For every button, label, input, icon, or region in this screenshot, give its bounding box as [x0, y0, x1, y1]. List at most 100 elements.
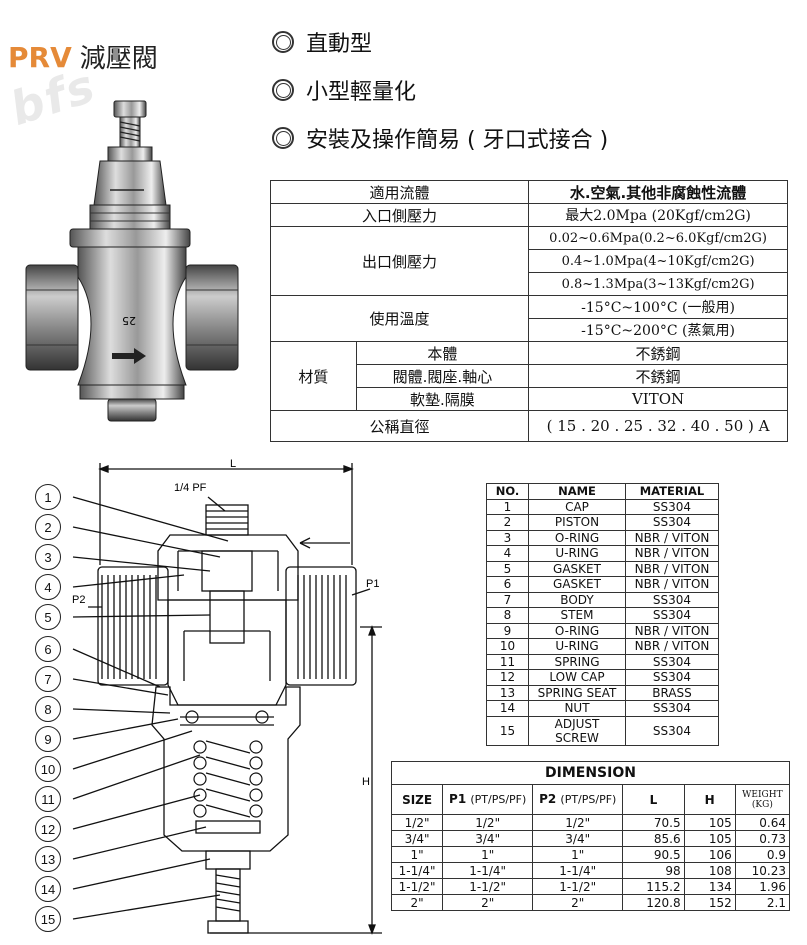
dim-header-unit: (PT/PS/PF) [560, 793, 617, 806]
p2-label: P2 [72, 594, 85, 606]
dim-weight: 0.64 [734, 814, 791, 831]
dim-header-text: P2 [539, 792, 557, 806]
part-material: SS304 [625, 653, 719, 670]
part-no: 3 [486, 529, 529, 546]
part-material: NBR / VITON [625, 576, 719, 593]
part-no: 10 [486, 638, 529, 655]
feature-item: 安裝及操作簡易 ( 牙口式接合 ) [272, 122, 608, 154]
parts-header: MATERIAL [625, 483, 719, 500]
part-name: U-RING [528, 638, 626, 655]
dimension-title: DIMENSION [391, 761, 790, 785]
dim-h: 105 [683, 814, 736, 831]
part-name: O-RING [528, 622, 626, 639]
dim-l: 85.6 [622, 830, 685, 847]
dim-header: H [683, 784, 736, 815]
dim-l: 90.5 [622, 846, 685, 863]
dim-size: 1-1/2" [390, 878, 444, 895]
product-code: PRV [8, 41, 72, 74]
dim-p1: 3/4" [442, 830, 534, 847]
part-name: BODY [528, 591, 626, 608]
dim-p2: 1" [532, 846, 624, 863]
parts-header: NAME [528, 483, 626, 500]
part-material: NBR / VITON [625, 560, 719, 577]
material-value: 不銹鋼 [528, 341, 788, 365]
double-circle-icon [272, 127, 294, 149]
dim-header: P2 (PT/PS/PF) [532, 784, 624, 815]
part-name: LOW CAP [528, 669, 626, 686]
material-part: 閥體.閥座.軸心 [355, 364, 530, 388]
dim-H-label: H [362, 776, 370, 788]
spec-value: -15°C~200°C (蒸氣用) [528, 318, 788, 342]
dim-l: 98 [622, 862, 685, 879]
dim-h: 108 [683, 862, 736, 879]
dim-size: 1" [390, 846, 444, 863]
part-material: BRASS [625, 684, 719, 701]
dim-h: 105 [683, 830, 736, 847]
part-no: 5 [486, 560, 529, 577]
part-no: 12 [486, 669, 529, 686]
spec-value: 0.02~0.6Mpa(0.2~6.0Kgf/cm2G) [528, 226, 788, 250]
callout: 4 [35, 574, 61, 600]
part-material: NBR / VITON [625, 622, 719, 639]
dim-l: 115.2 [622, 878, 685, 895]
dim-p2: 1/2" [532, 814, 624, 831]
feature-text: 安裝及操作簡易 ( 牙口式接合 ) [306, 128, 609, 153]
dim-header-text: WEIGHT [742, 789, 783, 800]
part-no: 1 [486, 498, 529, 515]
spec-label: 使用溫度 [269, 295, 530, 342]
dim-weight: 0.73 [734, 830, 791, 847]
part-material: NBR / VITON [625, 545, 719, 562]
dim-header-unit: (PT/PS/PF) [470, 793, 527, 806]
dim-p1: 1-1/2" [442, 878, 534, 895]
dim-p2: 1-1/4" [532, 862, 624, 879]
dim-p2: 3/4" [532, 830, 624, 847]
cross-section-drawing: L H 1/4 PF P1 P2 [72, 458, 382, 935]
spec-label: 適用流體 [269, 180, 530, 204]
part-name: CAP [528, 498, 626, 515]
spec-value: 水.空氣.其他非腐蝕性流體 [528, 180, 788, 204]
callout: 3 [35, 544, 61, 570]
dim-p2: 2" [532, 894, 624, 911]
material-part: 本體 [355, 341, 530, 365]
dim-L-label: L [230, 458, 236, 470]
part-material: NBR / VITON [625, 529, 719, 546]
spec-value: -15°C~100°C (一般用) [528, 295, 788, 319]
dim-h: 134 [683, 878, 736, 895]
spec-value: 0.8~1.3Mpa(3~13Kgf/cm2G) [528, 272, 788, 296]
body-marking: 25 [122, 314, 136, 327]
callout: 6 [35, 636, 61, 662]
part-no: 9 [486, 622, 529, 639]
part-no: 2 [486, 514, 529, 531]
part-no: 13 [486, 684, 529, 701]
dim-l: 70.5 [622, 814, 685, 831]
part-name: GASKET [528, 560, 626, 577]
material-value: 不銹鋼 [528, 364, 788, 388]
part-name: STEM [528, 607, 626, 624]
spec-table: 適用流體 水.空氣.其他非腐蝕性流體 入口側壓力 最大2.0Mpa (20Kgf… [269, 180, 788, 442]
dim-weight: 2.1 [734, 894, 791, 911]
dim-p1: 1/2" [442, 814, 534, 831]
feature-text: 直動型 [306, 32, 373, 57]
dim-h: 106 [683, 846, 736, 863]
spec-label: 公稱直徑 [269, 410, 530, 442]
part-name: PISTON [528, 514, 626, 531]
dim-weight: 0.9 [734, 846, 791, 863]
callout: 10 [35, 756, 61, 782]
dim-header: P1 (PT/PS/PF) [442, 784, 534, 815]
dim-header: L [622, 784, 685, 815]
callout: 12 [35, 816, 61, 842]
part-name: GASKET [528, 576, 626, 593]
